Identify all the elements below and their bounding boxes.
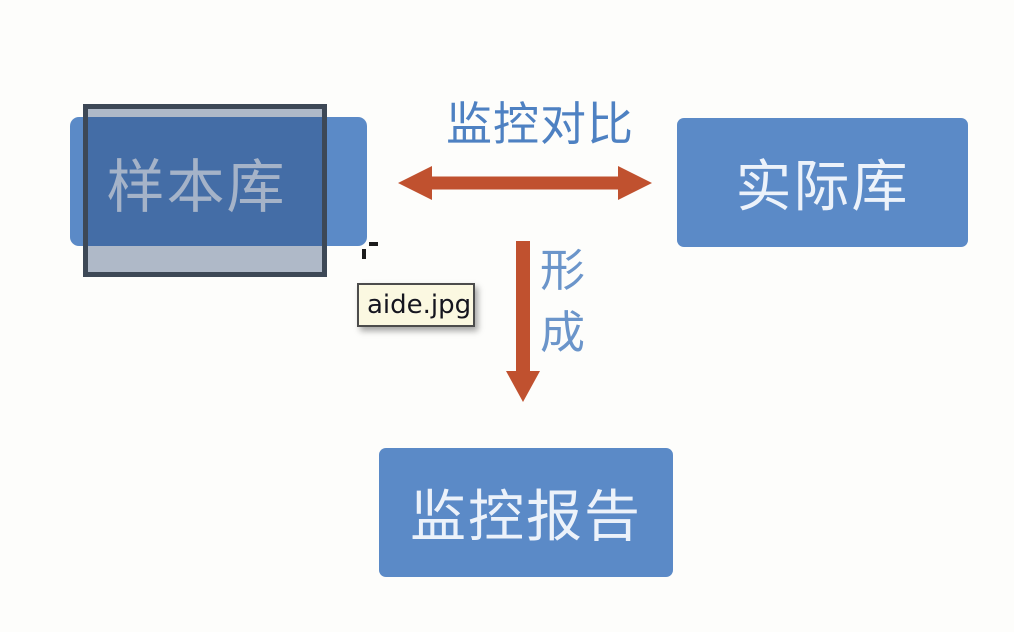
node-monitoring-report[interactable]: 监控报告 (379, 448, 673, 577)
node-actual-library-label: 实际库 (735, 155, 910, 220)
drag-tooltip: aide.jpg (357, 283, 475, 327)
node-monitoring-report-label: 监控报告 (410, 485, 642, 550)
compare-double-arrow[interactable] (396, 163, 654, 203)
drag-tooltip-filename: aide.jpg (367, 290, 472, 320)
form-down-arrow-shape (506, 241, 540, 402)
compare-arrow-label[interactable]: 监控对比 (446, 97, 634, 151)
compare-double-arrow-shape (398, 166, 652, 200)
selection-rectangle[interactable] (83, 104, 327, 277)
node-actual-library[interactable]: 实际库 (677, 118, 968, 247)
node-sample-library[interactable]: 样本库 (70, 117, 367, 246)
form-down-arrow[interactable] (503, 241, 543, 403)
crosshair-cursor-icon (362, 249, 366, 259)
form-arrow-label[interactable]: 形成 (540, 244, 586, 360)
node-sample-library-label: 样本库 (106, 152, 287, 221)
crosshair-cursor-icon (369, 242, 378, 246)
